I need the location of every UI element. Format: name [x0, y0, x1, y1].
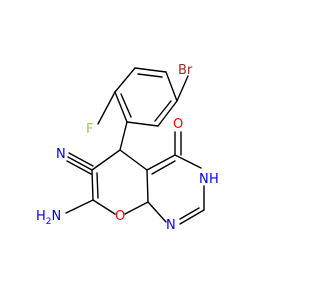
bond — [176, 75, 189, 102]
bond — [114, 91, 128, 123]
bond — [157, 100, 178, 127]
bond — [147, 201, 167, 223]
atom-nh2: H2N — [36, 209, 61, 227]
bond — [146, 154, 176, 171]
atom-br: Br — [178, 63, 193, 78]
nh2-prefix-sub: 2 — [46, 217, 52, 227]
bond — [154, 100, 172, 122]
bond — [67, 156, 93, 171]
bond — [68, 152, 94, 167]
bond — [134, 67, 167, 73]
nh2-n: N — [52, 209, 62, 224]
molecule-drawing: Br F N O N H N O H2N — [36, 63, 219, 233]
bond — [66, 160, 92, 175]
bond — [119, 121, 128, 151]
bond — [91, 149, 121, 171]
bond — [119, 149, 148, 171]
molecule-structure: Br F N O N H N O H2N — [36, 63, 219, 233]
atom-n3: N — [199, 172, 209, 187]
atom-n1: N — [166, 218, 176, 233]
atom-f: F — [86, 122, 93, 137]
bond — [120, 93, 132, 118]
bond — [96, 172, 99, 199]
bond — [179, 209, 205, 225]
bond — [151, 160, 176, 175]
atom-n3-h: H — [209, 172, 219, 187]
atom-o-carbonyl: O — [173, 117, 183, 132]
atom-o-ring: O — [115, 209, 125, 224]
bond — [114, 67, 136, 93]
bond — [97, 91, 116, 125]
bond — [146, 169, 149, 203]
bond — [92, 199, 116, 215]
bond — [179, 207, 200, 220]
bond — [165, 71, 178, 102]
bond — [137, 73, 163, 78]
atom-n-nitrile: N — [56, 147, 66, 162]
bond — [124, 201, 149, 215]
bond — [91, 169, 94, 201]
bond — [126, 121, 159, 127]
bond — [174, 154, 202, 169]
nh2-prefix: H — [36, 209, 46, 224]
bond — [65, 199, 94, 214]
